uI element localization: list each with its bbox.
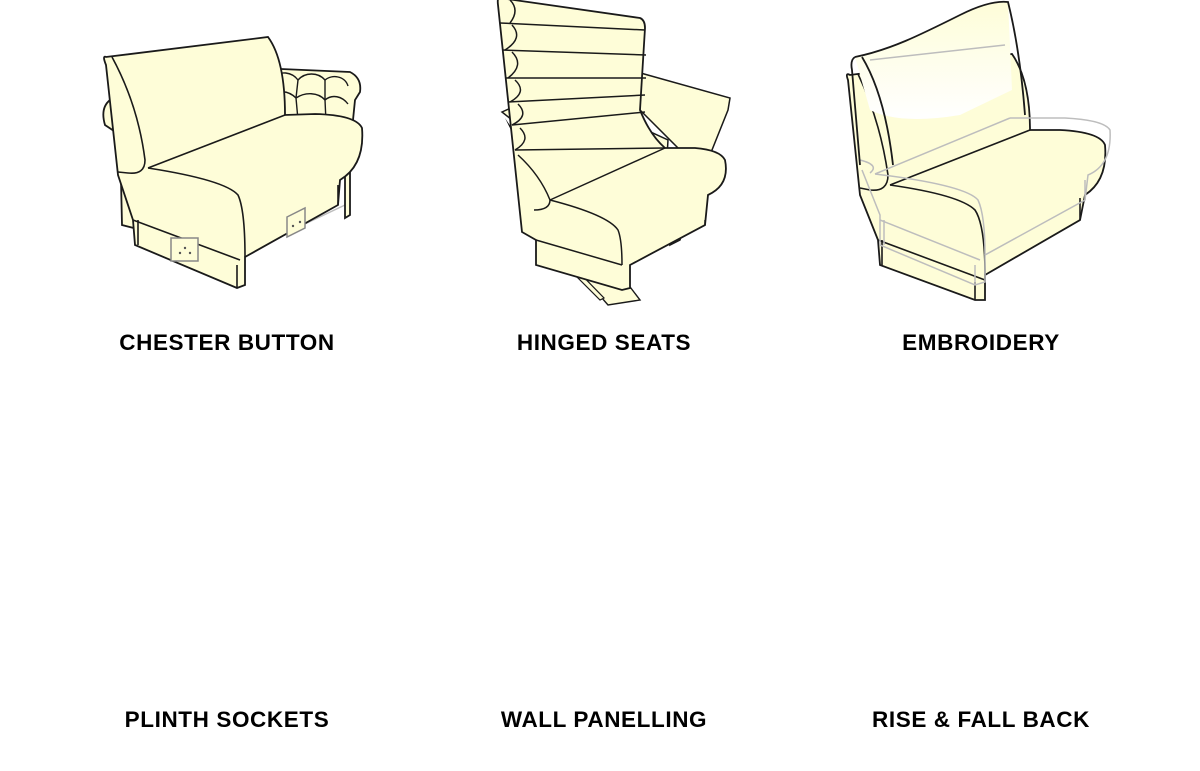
feature-plinth-sockets: PLINTH SOCKETS <box>57 0 397 771</box>
feature-label: CHESTER BUTTON <box>119 330 335 355</box>
power-socket-icon <box>286 206 306 239</box>
feature-label: PLINTH SOCKETS <box>124 707 330 732</box>
feature-wall-panelling: WALL PANELLING <box>434 0 774 771</box>
plinth-socket-bench-icon <box>103 36 364 289</box>
feature-rise-and-fall-back: RISE & FALL BACK <box>811 0 1151 771</box>
feature-label: WALL PANELLING <box>500 707 708 732</box>
feature-label: EMBROIDERY <box>902 330 1060 355</box>
wall-panelled-bench-icon <box>496 0 727 291</box>
rise-fall-back-bench-icon <box>850 0 1111 286</box>
power-socket-icon <box>170 237 199 262</box>
feature-label: HINGED SEATS <box>516 330 692 355</box>
feature-label: RISE & FALL BACK <box>872 707 1090 732</box>
